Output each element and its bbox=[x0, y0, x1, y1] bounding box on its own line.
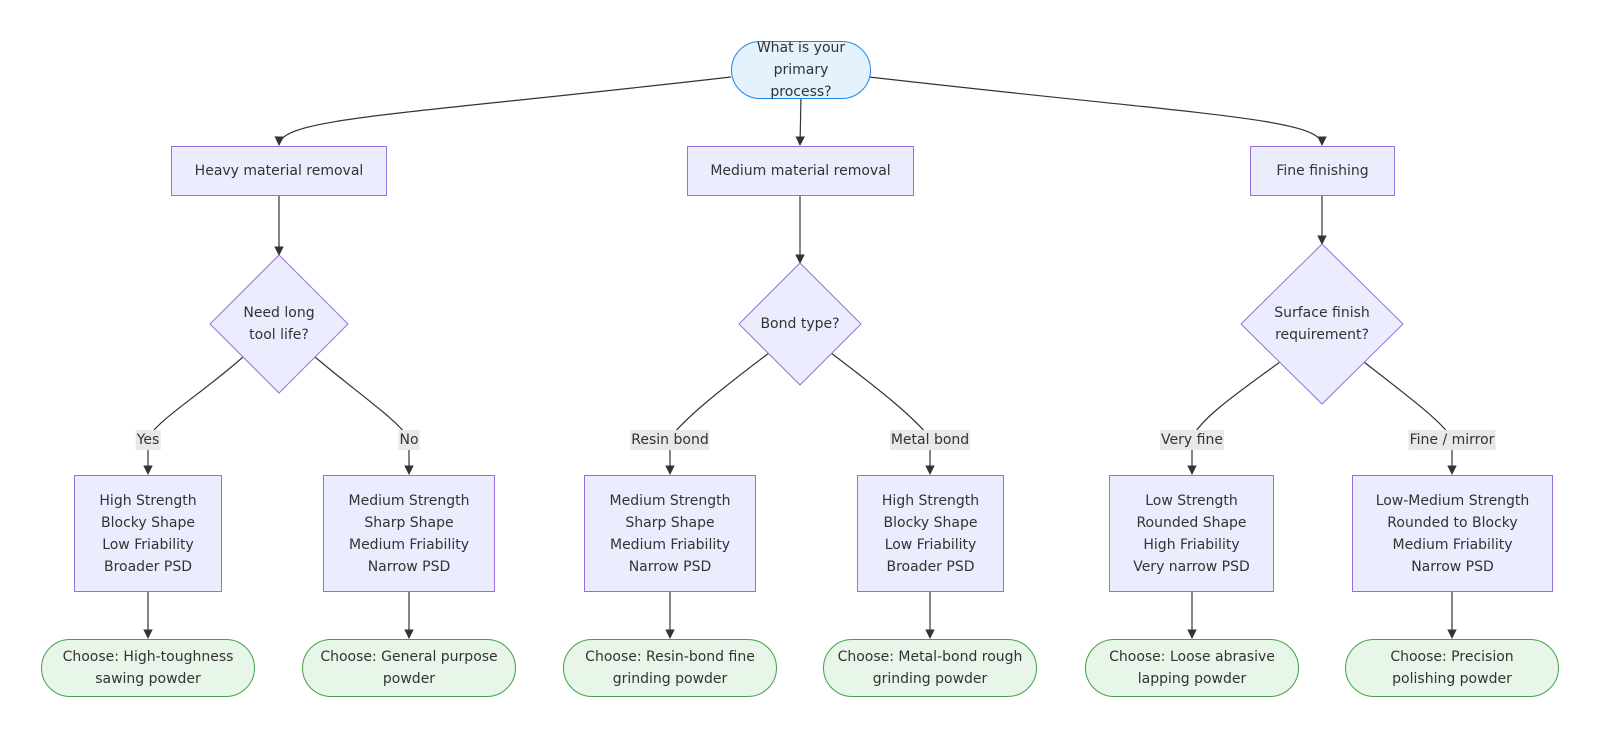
decision-diamond-fine bbox=[1240, 243, 1404, 405]
edge-label-fine-mirror: Fine / mirror bbox=[1408, 430, 1496, 450]
choice-node-3: Choose: Resin-bond fine grinding powder bbox=[563, 639, 777, 697]
spec-line: Narrow PSD bbox=[1411, 558, 1494, 575]
edge-label-very-fine: Very fine bbox=[1160, 430, 1224, 450]
edge-metal bbox=[830, 352, 935, 475]
spec-line: Narrow PSD bbox=[367, 558, 451, 575]
spec-line: Medium Friability bbox=[348, 536, 470, 553]
decision-medium-label: Bond type? bbox=[760, 316, 840, 332]
spec-line: Low Friability bbox=[884, 536, 977, 553]
start-node-label: What is your primary process? bbox=[756, 40, 846, 100]
spec-line: Rounded to Blocky bbox=[1387, 514, 1518, 531]
spec-line: High Friability bbox=[1143, 536, 1240, 553]
spec-line: Medium Friability bbox=[609, 536, 731, 553]
spec-line: Broader PSD bbox=[103, 558, 192, 575]
decision-fine-label: Surface finish requirement? bbox=[1274, 305, 1370, 343]
edge-root-heavy bbox=[274, 76, 732, 146]
edge-yes bbox=[143, 356, 244, 475]
spec-line: Very narrow PSD bbox=[1133, 558, 1250, 575]
spec-line: Blocky Shape bbox=[101, 514, 195, 531]
spec-line: Low-Medium Strength bbox=[1375, 492, 1530, 509]
spec-line: Medium Friability bbox=[1392, 536, 1513, 553]
choice-node-4: Choose: Metal-bond rough grinding powder bbox=[823, 639, 1037, 697]
spec-line: Sharp Shape bbox=[625, 514, 715, 531]
choice-node-6: Choose: Precision polishing powder bbox=[1345, 639, 1559, 697]
process-fine-label: Fine finishing bbox=[1276, 163, 1369, 179]
spec-line: Medium Strength bbox=[609, 492, 731, 509]
spec-line: High Strength bbox=[881, 492, 980, 509]
process-medium-label: Medium material removal bbox=[710, 163, 891, 179]
spec-line: Narrow PSD bbox=[628, 558, 712, 575]
spec-line: Medium Strength bbox=[348, 492, 470, 509]
spec-line: Broader PSD bbox=[886, 558, 975, 575]
spec-line: Sharp Shape bbox=[364, 514, 454, 531]
process-fine: Fine finishing bbox=[1250, 146, 1395, 196]
edge-label-metal-bond: Metal bond bbox=[889, 430, 971, 450]
decision-diamond-heavy bbox=[209, 254, 349, 394]
spec-line: Low Strength bbox=[1145, 492, 1238, 509]
edge-no bbox=[314, 356, 414, 475]
choice-node-1: Choose: High-toughness sawing powder bbox=[41, 639, 255, 697]
choice-node-5: Choose: Loose abrasive lapping powder bbox=[1085, 639, 1299, 697]
choice-node-2: Choose: General purpose powder bbox=[302, 639, 516, 697]
spec-line: Rounded Shape bbox=[1136, 514, 1247, 531]
edge-fine-mirror bbox=[1363, 361, 1457, 475]
edge-label-yes: Yes bbox=[135, 430, 161, 450]
edge-root-fine bbox=[868, 76, 1327, 146]
edge-resin bbox=[665, 352, 770, 475]
decision-heavy-label: Need long tool life? bbox=[243, 305, 315, 343]
edge-label-no: No bbox=[398, 430, 420, 450]
edge-label-resin-bond: Resin bond bbox=[630, 430, 710, 450]
edge-root-medium bbox=[795, 96, 805, 146]
edge-very-fine bbox=[1187, 361, 1281, 475]
decision-diamond-medium bbox=[738, 262, 862, 386]
process-heavy: Heavy material removal bbox=[171, 146, 387, 196]
process-heavy-label: Heavy material removal bbox=[194, 163, 364, 179]
start-node: What is your primary process? bbox=[731, 40, 871, 100]
spec-line: High Strength bbox=[99, 492, 197, 509]
spec-line: Low Friability bbox=[102, 536, 194, 553]
spec-line: Blocky Shape bbox=[883, 514, 978, 531]
process-medium: Medium material removal bbox=[687, 146, 914, 196]
